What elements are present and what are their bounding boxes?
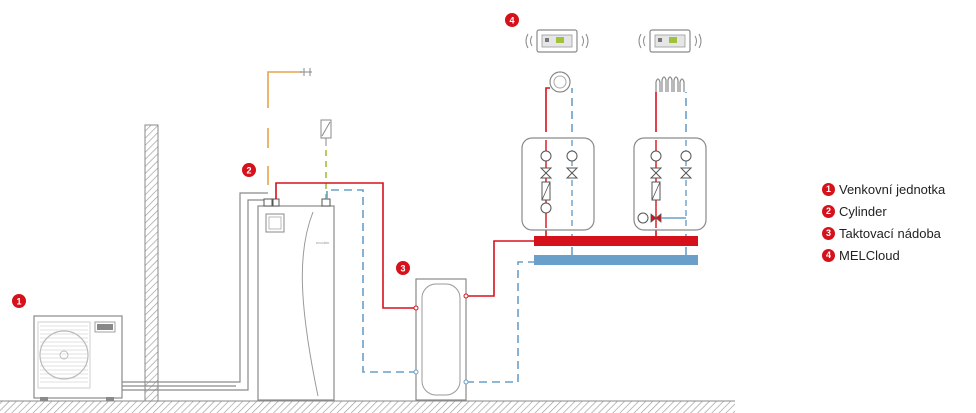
gas-line [267, 71, 302, 185]
wireless-signal-icon [638, 33, 702, 49]
mixing-group-2 [633, 137, 707, 231]
legend-number: 3 [822, 226, 835, 240]
radiator-icon [655, 76, 685, 92]
controller-icon [649, 29, 691, 53]
legend-label: Taktovací nádoba [839, 225, 941, 241]
legend-item-buffer-tank: 3 Taktovací nádoba [822, 222, 945, 244]
wireless-signal-icon [525, 33, 589, 49]
svg-text:4: 4 [509, 16, 514, 26]
ground-hatch [0, 401, 735, 413]
controller-icon [536, 29, 578, 53]
return-pipes [326, 88, 687, 383]
outdoor-unit [33, 315, 123, 401]
brand-label: ecodan [316, 240, 329, 245]
buffer-tank [413, 278, 469, 401]
legend-number: 4 [822, 248, 835, 262]
badge-cylinder: 2 [242, 163, 256, 177]
return-manifold [534, 255, 698, 265]
refrigerant-lines [120, 192, 272, 391]
svg-text:1: 1 [16, 297, 21, 307]
legend-item-melcloud: 4 MELCloud [822, 244, 945, 266]
badge-outdoor-unit: 1 [12, 294, 26, 308]
badge-melcloud: 4 [505, 13, 519, 27]
legend-label: MELCloud [839, 247, 900, 263]
svg-text:3: 3 [400, 264, 405, 274]
legend-number: 2 [822, 204, 835, 218]
flow-manifold [534, 236, 698, 246]
electrical-sensor-icon [320, 119, 332, 146]
legend-label: Cylinder [839, 203, 887, 219]
legend-item-cylinder: 2 Cylinder [822, 200, 945, 222]
badge-buffer-tank: 3 [396, 261, 410, 275]
wall [144, 124, 159, 402]
legend: 1 Venkovní jednotka 2 Cylinder 3 Taktova… [822, 178, 945, 266]
fan-coil-icon [549, 71, 571, 93]
svg-text:2: 2 [246, 166, 251, 176]
legend-label: Venkovní jednotka [839, 181, 946, 197]
mixing-group-1 [521, 137, 595, 231]
indoor-unit: ecodan [257, 198, 335, 401]
legend-item-outdoor-unit: 1 Venkovní jednotka [822, 178, 945, 200]
power-terminal-icon [300, 68, 312, 76]
legend-number: 1 [822, 182, 835, 196]
